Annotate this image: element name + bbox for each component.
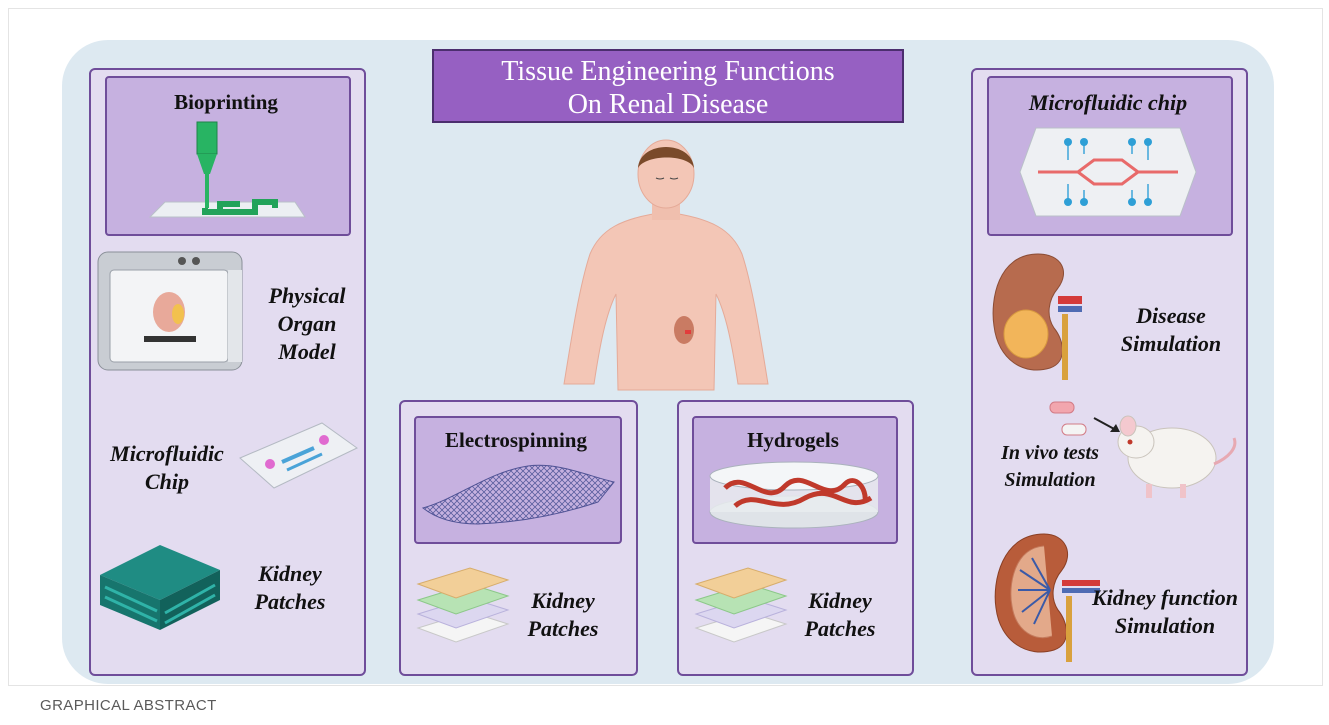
kidney-patches-left-label: Kidney Patches	[225, 560, 355, 616]
pills-icon	[1046, 398, 1092, 444]
3d-printer-icon	[94, 248, 250, 380]
microfluidic-label: Microfluidic	[102, 440, 232, 468]
bioprinter-nozzle-icon	[145, 122, 315, 222]
patches-label-3: Patches	[785, 615, 895, 643]
patch-stack-icon-1	[412, 562, 512, 654]
kidney-patches-center-left-label: Kidney Patches	[508, 587, 618, 643]
chip-label: Chip	[102, 468, 232, 496]
bioprinting-label: Bioprinting	[105, 90, 347, 115]
title-line-1: Tissue Engineering Functions	[434, 55, 902, 88]
physical-organ-model-label: Physical Organ Model	[255, 282, 359, 366]
microfluidic-chip-icon	[1018, 124, 1198, 220]
human-body-illustration	[560, 134, 772, 390]
microfluidic-chip-small-icon	[232, 418, 362, 498]
hydrogels-label: Hydrogels	[692, 428, 894, 453]
microfluidic-chip-left-label: Microfluidic Chip	[102, 440, 232, 496]
physical-label: Physical	[255, 282, 359, 310]
patch-stack-icon-2	[690, 562, 790, 654]
simulation-label-1: Simulation	[1098, 330, 1244, 358]
model-label: Model	[255, 338, 359, 366]
hydrogel-dish-icon	[705, 458, 883, 534]
microfluidic-chip-label: Microfluidic chip	[987, 90, 1229, 116]
patches-label: Patches	[225, 588, 355, 616]
kidney-function-simulation-label: Kidney function Simulation	[1086, 584, 1244, 640]
organ-label: Organ	[255, 310, 359, 338]
figure-caption: GRAPHICAL ABSTRACT	[40, 697, 217, 714]
simulation-label-2: Simulation	[978, 467, 1122, 494]
kidney-label-2: Kidney	[508, 587, 618, 615]
scaffold-lattice-icon	[95, 535, 225, 635]
kidney-patches-center-right-label: Kidney Patches	[785, 587, 895, 643]
in-vivo-tests-label: In vivo tests	[978, 440, 1122, 467]
electrospinning-label: Electrospinning	[414, 428, 618, 453]
patches-label-2: Patches	[508, 615, 618, 643]
diseased-kidney-icon	[988, 250, 1088, 382]
kidney-label: Kidney	[225, 560, 355, 588]
diagram-title: Tissue Engineering Functions On Renal Di…	[432, 49, 904, 123]
title-line-2: On Renal Disease	[434, 88, 902, 121]
kidney-label-3: Kidney	[785, 587, 895, 615]
simulation-label-3: Simulation	[1086, 612, 1244, 640]
mouse-icon	[1116, 408, 1242, 504]
in-vivo-simulation-label: In vivo tests Simulation	[978, 440, 1122, 494]
kidney-function-label: Kidney function	[1086, 584, 1244, 612]
disease-simulation-label: Disease Simulation	[1098, 302, 1244, 358]
disease-label: Disease	[1098, 302, 1244, 330]
electrospun-mesh-icon	[418, 462, 618, 528]
